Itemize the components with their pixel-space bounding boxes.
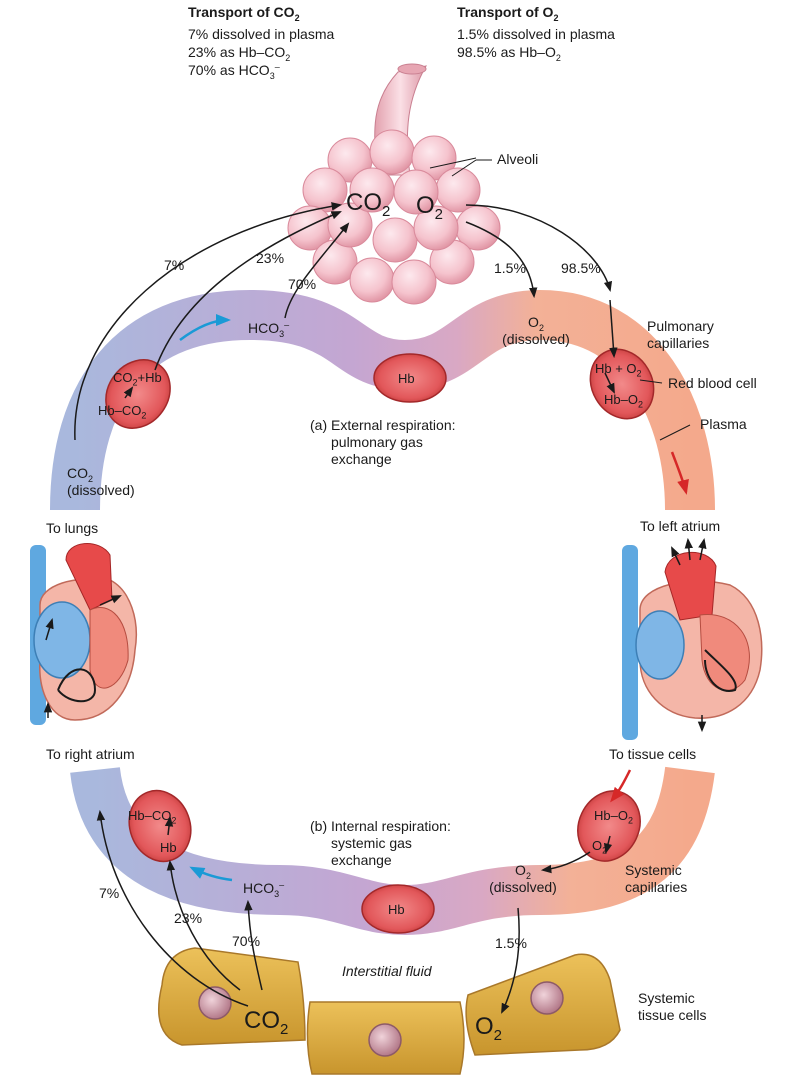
pulm-rbc-right-bottom: Hb–O2: [604, 392, 643, 410]
sys-pct-1-5: 1.5%: [495, 935, 527, 951]
sys-pct-7: 7%: [99, 885, 120, 901]
interstitial-fluid-label: Interstitial fluid: [342, 963, 432, 979]
blue-flow-arrow-bottom: [189, 866, 233, 882]
pulm-rbc-mid: Hb: [398, 371, 415, 386]
heart-right: [622, 537, 763, 740]
sys-rbc-right-top: Hb–O2: [594, 808, 633, 826]
alveoli-cluster: [287, 129, 501, 305]
red-blood-cell-label: Red blood cell: [668, 375, 757, 391]
red-flow-arrow-top: [670, 451, 689, 495]
sys-o2-dissolved: O2(dissolved): [489, 862, 557, 895]
to-right-atrium-label: To right atrium: [46, 746, 135, 762]
sys-rbc-right-bottom: O2: [592, 838, 608, 856]
red-blood-cells: [105, 348, 655, 934]
o2-transport-item-2: 98.5% as Hb–O2: [457, 44, 561, 63]
sys-rbc-left-bottom: Hb: [160, 840, 177, 855]
sys-pct-23: 23%: [174, 910, 203, 926]
pulm-bicarbonate: HCO3–: [248, 319, 290, 339]
to-lungs-label: To lungs: [46, 520, 99, 536]
o2-transport-title: Transport of O2: [457, 4, 559, 23]
sys-rbc-mid: Hb: [388, 902, 405, 917]
systemic-arrows: [96, 809, 613, 1014]
tissue-o2: O2: [475, 1013, 503, 1044]
alveoli-label: Alveoli: [497, 151, 539, 167]
tissue-cells: [158, 947, 621, 1075]
pulm-co2-dissolved: CO2(dissolved): [67, 465, 135, 498]
plasma-label: Plasma: [700, 416, 747, 432]
pulm-o2-dissolved: O2(dissolved): [502, 314, 570, 347]
co2-transport-item-2: 23% as Hb–CO2: [188, 44, 291, 63]
to-tissue-cells-label: To tissue cells: [609, 746, 697, 762]
co2-transport-title: Transport of CO2: [188, 4, 300, 23]
co2-transport-item-1: 7% dissolved in plasma: [188, 26, 335, 42]
pulm-pct-7: 7%: [164, 257, 185, 273]
sys-rbc-left-top: Hb–CO2: [128, 808, 177, 826]
heart-left: [30, 543, 137, 725]
o2-transport-item-1: 1.5% dissolved in plasma: [457, 26, 615, 42]
sys-bicarbonate: HCO3–: [243, 879, 285, 899]
blue-flow-arrow-top: [179, 314, 231, 342]
pulm-pct-70: 70%: [288, 276, 317, 292]
pulm-pct-23: 23%: [256, 250, 285, 266]
red-flow-arrow-bottom: [610, 769, 632, 803]
pulmonary-arrows: [74, 157, 691, 441]
co2-transport-item-3: 70% as HCO3–: [188, 61, 280, 81]
tissue-co2: CO2: [244, 1007, 289, 1038]
pulm-pct-1-5: 1.5%: [494, 260, 526, 276]
alveolar-o2: O2: [416, 192, 444, 223]
to-left-atrium-label: To left atrium: [640, 518, 721, 534]
sys-pct-70: 70%: [232, 933, 261, 949]
pulm-rbc-left-bottom: Hb–CO2: [98, 403, 147, 421]
pulm-pct-98-5: 98.5%: [561, 260, 601, 276]
pulm-rbc-left-top: CO2+Hb: [113, 370, 162, 388]
alveolar-co2: CO2: [346, 189, 391, 220]
pulm-rbc-right-top: Hb + O2: [595, 361, 642, 379]
